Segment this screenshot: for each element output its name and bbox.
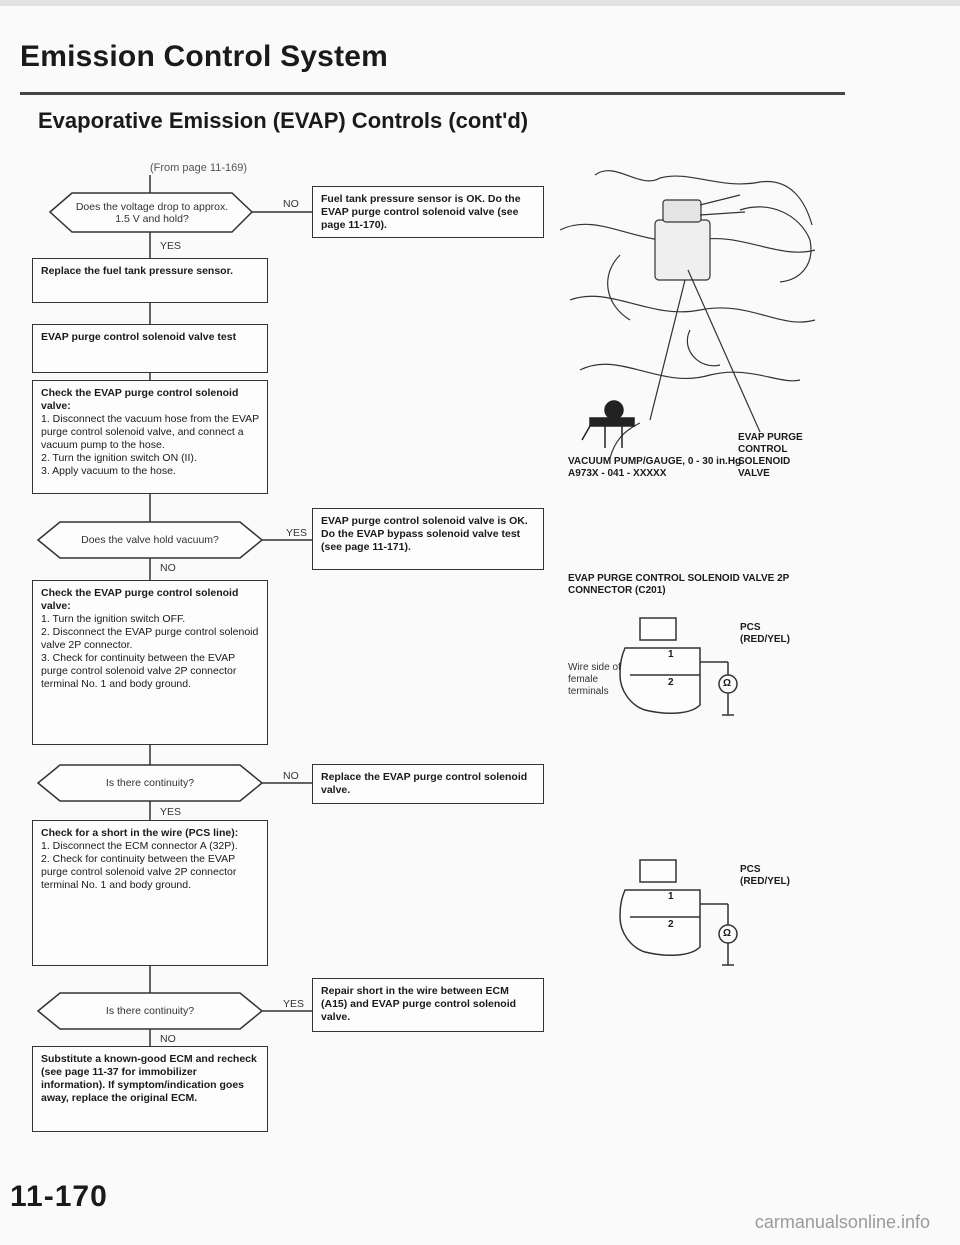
pin-1-label-b: 1 (668, 891, 674, 903)
result-repair-short: Repair short in the wire between ECM (A1… (312, 978, 544, 1032)
watermark: carmanualsonline.info (755, 1212, 930, 1233)
connector-diagram-1 (620, 618, 737, 715)
d1-no-label: NO (283, 198, 299, 210)
page-number: 11-170 (10, 1180, 108, 1214)
d2-yes-label: YES (286, 527, 307, 539)
check-valve-step-1: 1. Disconnect the vacuum hose from the E… (41, 413, 259, 452)
vacuum-pump-caption: VACUUM PUMP/GAUGE, 0 - 30 in.Hg A973X - … (568, 456, 748, 480)
pcs-label-2: PCS (RED/YEL) (740, 864, 810, 888)
decision-continuity-2: Is there continuity? (60, 995, 240, 1027)
check-valve-step-2: 2. Turn the ignition switch ON (II). (41, 452, 259, 465)
check-continuity-title: Check the EVAP purge control solenoid va… (41, 587, 259, 613)
result-sensor-ok: Fuel tank pressure sensor is OK. Do the … (312, 186, 544, 238)
connector-caption: EVAP PURGE CONTROL SOLENOID VALVE 2P CON… (568, 573, 808, 597)
check-short-title: Check for a short in the wire (PCS line)… (41, 827, 259, 840)
action-substitute-ecm: Substitute a known-good ECM and recheck … (32, 1046, 268, 1132)
ohmmeter-icon-b: Ω (723, 928, 731, 940)
pin-2-label: 2 (668, 677, 674, 689)
action-check-short: Check for a short in the wire (PCS line)… (32, 820, 268, 966)
pin-2-label-b: 2 (668, 919, 674, 931)
valve-caption: EVAP PURGE CONTROL SOLENOID VALVE (738, 432, 818, 480)
decision-continuity-1: Is there continuity? (60, 767, 240, 799)
connector-diagram-2 (620, 860, 737, 965)
check-valve-step-3: 3. Apply vacuum to the hose. (41, 465, 259, 478)
check-valve-title: Check the EVAP purge control solenoid va… (41, 387, 259, 413)
d1-yes-label: YES (160, 240, 181, 252)
check-continuity-step-1: 1. Turn the ignition switch OFF. (41, 613, 259, 626)
d2-no-label: NO (160, 562, 176, 574)
wire-side-label: Wire side of female terminals (568, 662, 628, 698)
decision-hold-vacuum: Does the valve hold vacuum? (60, 524, 240, 556)
action-check-valve-vacuum: Check the EVAP purge control solenoid va… (32, 380, 268, 494)
action-replace-sensor: Replace the fuel tank pressure sensor. (32, 258, 268, 303)
d3-no-label: NO (283, 770, 299, 782)
check-short-step-1: 1. Disconnect the ECM connector A (32P). (41, 840, 259, 853)
result-replace-valve: Replace the EVAP purge control solenoid … (312, 764, 544, 804)
d4-no-label: NO (160, 1033, 176, 1045)
ohmmeter-icon: Ω (723, 678, 731, 690)
check-short-step-2: 2. Check for continuity between the EVAP… (41, 853, 259, 892)
vacuum-pump-drawing (582, 401, 634, 448)
action-valve-test-heading: EVAP purge control solenoid valve test (32, 324, 268, 373)
d4-yes-label: YES (283, 998, 304, 1010)
pin-1-label: 1 (668, 649, 674, 661)
engine-illustration (560, 171, 815, 458)
decision-voltage-drop: Does the voltage drop to approx. 1.5 V a… (72, 195, 232, 231)
check-continuity-step-2: 2. Disconnect the EVAP purge control sol… (41, 626, 259, 652)
action-check-valve-continuity: Check the EVAP purge control solenoid va… (32, 580, 268, 745)
result-valve-ok: EVAP purge control solenoid valve is OK.… (312, 508, 544, 570)
check-continuity-step-3: 3. Check for continuity between the EVAP… (41, 652, 259, 691)
d3-yes-label: YES (160, 806, 181, 818)
pcs-label-1: PCS (RED/YEL) (740, 622, 810, 646)
